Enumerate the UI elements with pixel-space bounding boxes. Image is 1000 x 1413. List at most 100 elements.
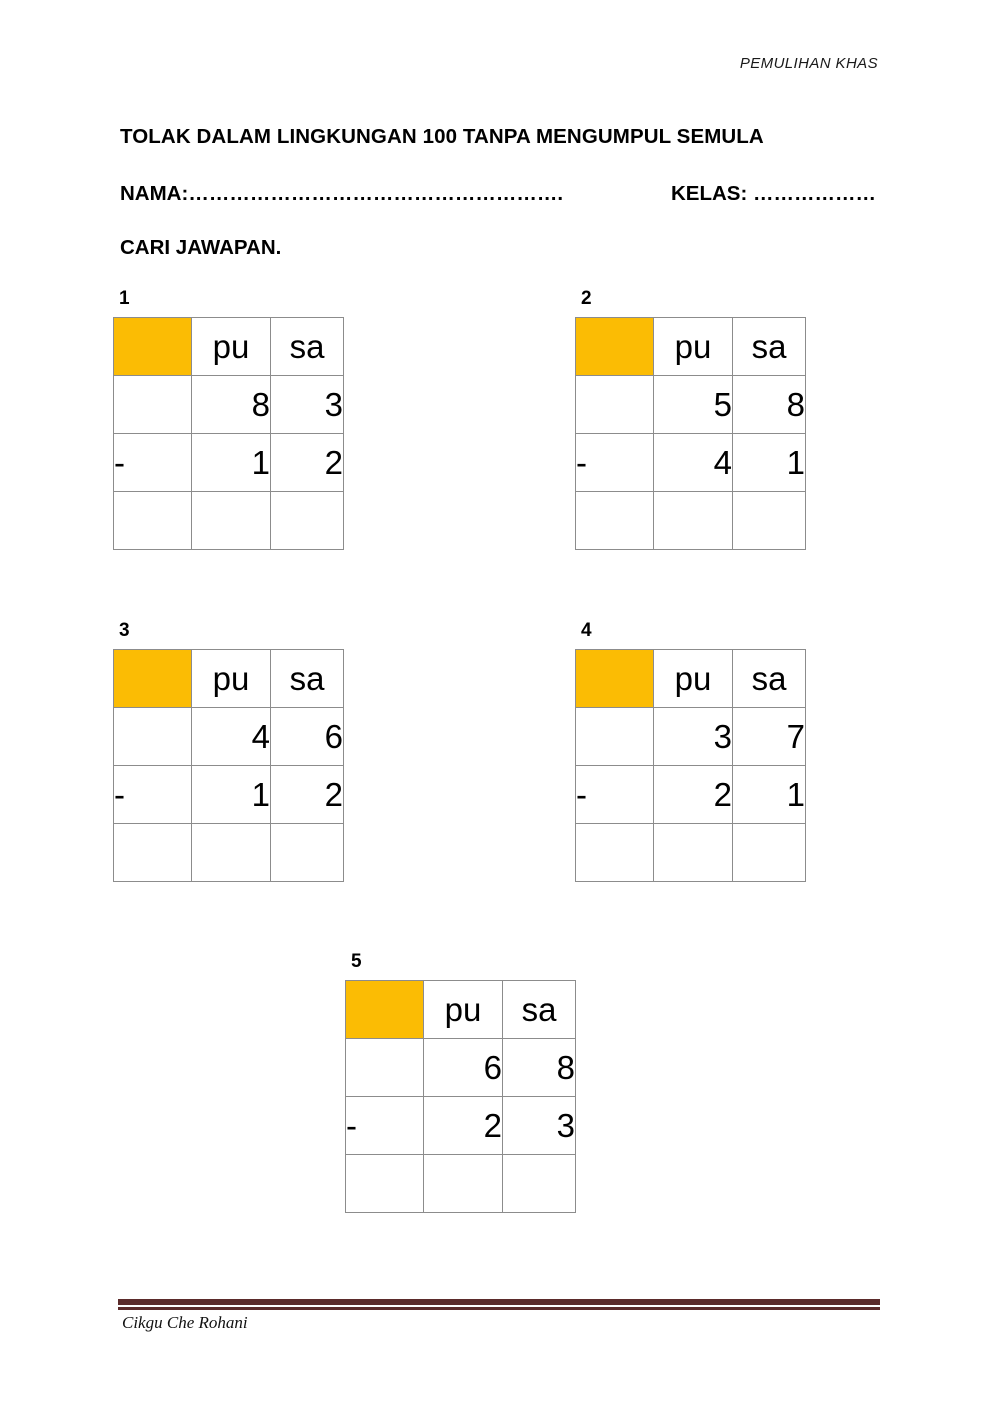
- answer-operator-cell[interactable]: [113, 491, 192, 550]
- answer-row[interactable]: [575, 491, 806, 550]
- operator-cell: -: [345, 1096, 424, 1155]
- minuend-row: 6 8: [345, 1038, 576, 1097]
- subtrahend-row: - 2 3: [345, 1096, 576, 1155]
- minuend-ones-cell: 6: [270, 707, 344, 766]
- class-field[interactable]: KELAS: ………………: [671, 182, 876, 205]
- answer-operator-cell[interactable]: [113, 823, 192, 882]
- table-header-row: pu sa: [345, 980, 576, 1039]
- problem-1: 1 pu sa 8 3 - 1 2: [113, 289, 344, 550]
- column-header-operator: [575, 649, 654, 708]
- column-header-ones: sa: [502, 980, 576, 1039]
- column-header-ones: sa: [732, 649, 806, 708]
- answer-ones-cell[interactable]: [270, 491, 344, 550]
- answer-ones-cell[interactable]: [732, 823, 806, 882]
- subtraction-table: pu sa 4 6 - 1 2: [113, 649, 344, 882]
- subtraction-table: pu sa 5 8 - 4 1: [575, 317, 806, 550]
- answer-tens-cell[interactable]: [191, 823, 271, 882]
- operator-cell: -: [575, 433, 654, 492]
- subtrahend-ones-cell: 1: [732, 433, 806, 492]
- column-header-operator: [113, 649, 192, 708]
- minuend-tens-cell: 5: [653, 375, 733, 434]
- answer-ones-cell[interactable]: [502, 1154, 576, 1213]
- operator-cell: -: [113, 765, 192, 824]
- minuend-operator-cell: [113, 707, 192, 766]
- answer-operator-cell[interactable]: [575, 823, 654, 882]
- subtrahend-tens-cell: 1: [191, 765, 271, 824]
- column-header-operator: [575, 317, 654, 376]
- subtraction-table: pu sa 8 3 - 1 2: [113, 317, 344, 550]
- minuend-tens-cell: 6: [423, 1038, 503, 1097]
- subtrahend-ones-cell: 3: [502, 1096, 576, 1155]
- answer-ones-cell[interactable]: [732, 491, 806, 550]
- column-header-ones: sa: [732, 317, 806, 376]
- subtrahend-tens-cell: 1: [191, 433, 271, 492]
- minuend-row: 5 8: [575, 375, 806, 434]
- document-header-label: PEMULIHAN KHAS: [739, 55, 878, 72]
- answer-row[interactable]: [345, 1154, 576, 1213]
- problem-number-label: 1: [119, 288, 130, 309]
- operator-cell: -: [575, 765, 654, 824]
- subtraction-table: pu sa 6 8 - 2 3: [345, 980, 576, 1213]
- minuend-row: 4 6: [113, 707, 344, 766]
- answer-ones-cell[interactable]: [270, 823, 344, 882]
- instruction-text: CARI JAWAPAN.: [120, 236, 282, 259]
- minuend-ones-cell: 7: [732, 707, 806, 766]
- minuend-operator-cell: [345, 1038, 424, 1097]
- problem-number-label: 4: [581, 620, 592, 641]
- footer-credit: Cikgu Che Rohani: [122, 1313, 248, 1332]
- column-header-operator: [345, 980, 424, 1039]
- minuend-tens-cell: 4: [191, 707, 271, 766]
- table-header-row: pu sa: [575, 317, 806, 376]
- column-header-tens: pu: [191, 317, 271, 376]
- subtrahend-tens-cell: 2: [423, 1096, 503, 1155]
- page-title: TOLAK DALAM LINGKUNGAN 100 TANPA MENGUMP…: [120, 125, 764, 148]
- subtrahend-ones-cell: 2: [270, 765, 344, 824]
- subtrahend-tens-cell: 4: [653, 433, 733, 492]
- column-header-ones: sa: [270, 317, 344, 376]
- answer-operator-cell[interactable]: [345, 1154, 424, 1213]
- problem-number-label: 3: [119, 620, 130, 641]
- operator-cell: -: [113, 433, 192, 492]
- problem-number-label: 5: [351, 951, 362, 972]
- minuend-ones-cell: 3: [270, 375, 344, 434]
- problem-3: 3 pu sa 4 6 - 1 2: [113, 621, 344, 882]
- minuend-operator-cell: [575, 375, 654, 434]
- answer-tens-cell[interactable]: [191, 491, 271, 550]
- problem-5: 5 pu sa 6 8 - 2 3: [345, 952, 576, 1213]
- answer-tens-cell[interactable]: [423, 1154, 503, 1213]
- minuend-ones-cell: 8: [502, 1038, 576, 1097]
- subtrahend-row: - 4 1: [575, 433, 806, 492]
- minuend-row: 3 7: [575, 707, 806, 766]
- minuend-ones-cell: 8: [732, 375, 806, 434]
- minuend-tens-cell: 8: [191, 375, 271, 434]
- table-header-row: pu sa: [575, 649, 806, 708]
- problem-number-label: 2: [581, 288, 592, 309]
- subtraction-table: pu sa 3 7 - 2 1: [575, 649, 806, 882]
- column-header-tens: pu: [423, 980, 503, 1039]
- subtrahend-row: - 1 2: [113, 765, 344, 824]
- column-header-tens: pu: [653, 317, 733, 376]
- subtrahend-tens-cell: 2: [653, 765, 733, 824]
- subtrahend-row: - 1 2: [113, 433, 344, 492]
- column-header-ones: sa: [270, 649, 344, 708]
- answer-row[interactable]: [113, 491, 344, 550]
- footer-divider: [118, 1299, 880, 1307]
- problem-2: 2 pu sa 5 8 - 4 1: [575, 289, 806, 550]
- subtrahend-ones-cell: 1: [732, 765, 806, 824]
- subtrahend-ones-cell: 2: [270, 433, 344, 492]
- answer-tens-cell[interactable]: [653, 491, 733, 550]
- problem-4: 4 pu sa 3 7 - 2 1: [575, 621, 806, 882]
- column-header-tens: pu: [653, 649, 733, 708]
- answer-row[interactable]: [575, 823, 806, 882]
- table-header-row: pu sa: [113, 649, 344, 708]
- name-field[interactable]: NAMA:……………………………………………….: [120, 182, 564, 205]
- answer-operator-cell[interactable]: [575, 491, 654, 550]
- minuend-operator-cell: [575, 707, 654, 766]
- answer-row[interactable]: [113, 823, 344, 882]
- column-header-operator: [113, 317, 192, 376]
- column-header-tens: pu: [191, 649, 271, 708]
- table-header-row: pu sa: [113, 317, 344, 376]
- minuend-operator-cell: [113, 375, 192, 434]
- answer-tens-cell[interactable]: [653, 823, 733, 882]
